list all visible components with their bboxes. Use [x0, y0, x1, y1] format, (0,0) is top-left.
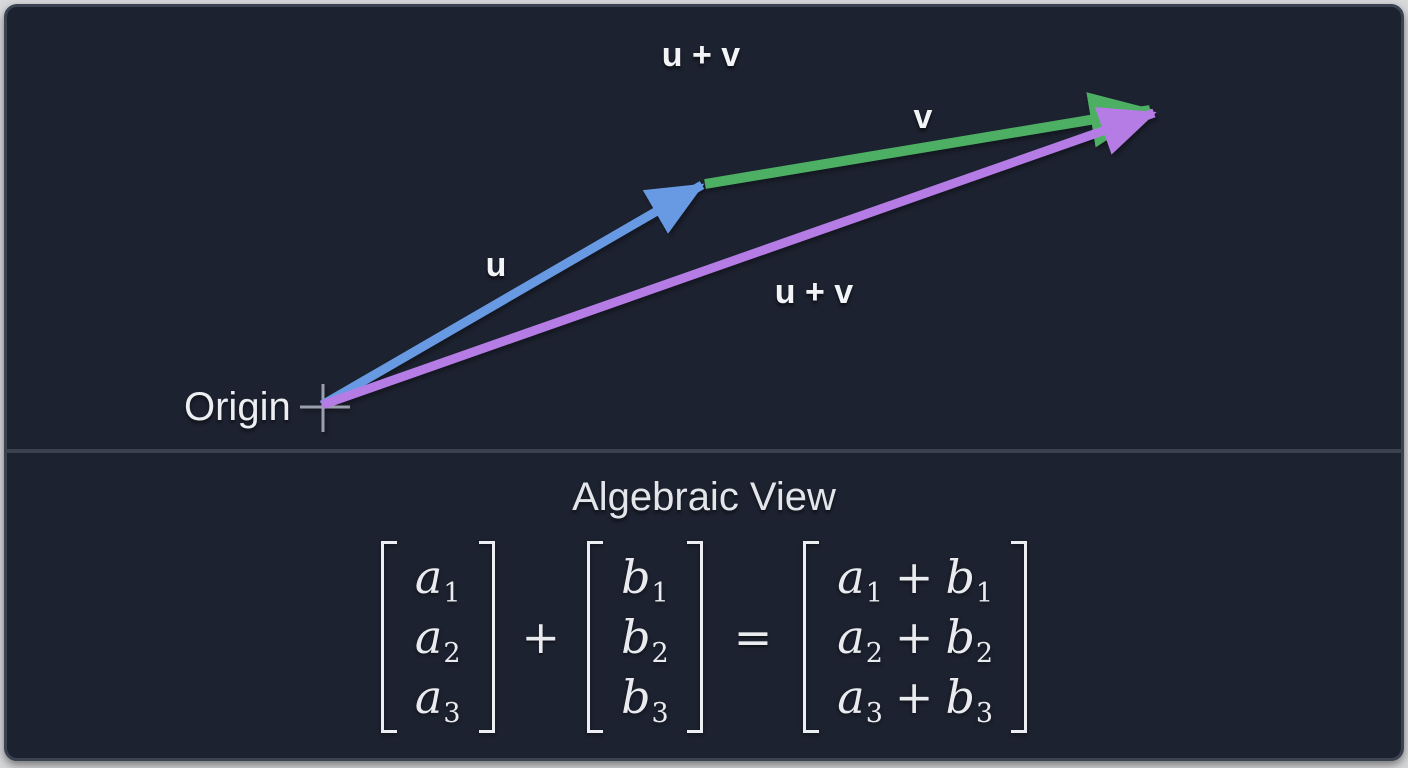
cell-plus: + — [894, 610, 934, 664]
cell-subscript: 2 — [443, 638, 461, 669]
v-label: v — [913, 98, 933, 136]
cell-symbol: b — [621, 550, 651, 604]
matrix-cell: a1+b1 — [837, 547, 993, 607]
cell-subscript: 2 — [865, 638, 883, 669]
left-bracket — [803, 541, 820, 733]
matrix-cell: b3 — [621, 667, 669, 727]
u-label: u — [485, 246, 507, 284]
vector-b-matrix: b1 b2 b3 — [587, 541, 703, 733]
matrix-cell: b1 — [621, 547, 669, 607]
plus-operator: + — [521, 610, 561, 664]
cell-symbol: a — [837, 610, 865, 664]
vector-v-arrow — [704, 92, 1154, 189]
cell-subscript: 1 — [865, 578, 883, 609]
section-divider — [7, 449, 1401, 453]
matrix-cell: a2+b2 — [837, 607, 993, 667]
cell-symbol: b — [621, 610, 651, 664]
equals-operator: = — [733, 610, 773, 664]
cell-symbol: a — [414, 610, 443, 664]
cell-symbol: b — [945, 550, 975, 604]
diagram-panel: u + v u v u + v Origin Algebraic View a1… — [4, 4, 1404, 761]
cell-symbol: a — [414, 670, 443, 724]
cell-subscript: 1 — [975, 578, 994, 609]
cell-symbol: b — [945, 670, 975, 724]
cell-symbol: b — [621, 670, 651, 724]
cell-plus: + — [894, 670, 934, 724]
cell-subscript: 1 — [651, 578, 669, 609]
cell-subscript: 3 — [651, 698, 669, 729]
right-bracket — [686, 541, 703, 733]
cell-symbol: b — [945, 610, 975, 664]
matrix-cell: a3+b3 — [837, 667, 993, 727]
vector-sum-matrix: a1+b1 a2+b2 a3+b3 — [803, 541, 1028, 733]
matrix-cell: a2 — [415, 607, 461, 667]
right-bracket — [478, 541, 495, 733]
matrix-cell: b2 — [621, 607, 669, 667]
cell-symbol: a — [414, 550, 443, 604]
vector-addition-equation: a1 a2 a3 + b1 b2 b3 — [7, 541, 1401, 733]
vector-u-arrow — [319, 181, 705, 409]
vector-diagram — [300, 92, 1157, 432]
cell-subscript: 2 — [651, 638, 669, 669]
cell-subscript: 3 — [975, 698, 994, 729]
matrix-cell: a1 — [415, 547, 461, 607]
cell-symbol: a — [837, 550, 865, 604]
geometric-view: u + v u v u + v Origin — [7, 7, 1401, 449]
left-bracket — [380, 541, 397, 733]
origin-label: Origin — [184, 385, 291, 429]
algebraic-view-heading: Algebraic View — [572, 475, 836, 519]
cell-symbol: a — [837, 670, 865, 724]
algebraic-view: Algebraic View a1 a2 a3 + — [7, 453, 1401, 733]
matrix-cell: a3 — [415, 667, 461, 727]
cell-plus: + — [894, 550, 934, 604]
cell-subscript: 1 — [443, 578, 461, 609]
right-bracket — [1011, 541, 1028, 733]
vector-a-matrix: a1 a2 a3 — [380, 541, 495, 733]
cell-subscript: 2 — [975, 638, 994, 669]
cell-subscript: 3 — [443, 698, 461, 729]
vector-sum-arrow — [320, 107, 1157, 410]
left-bracket — [587, 541, 604, 733]
sum-label-top: u + v — [661, 36, 741, 74]
cell-subscript: 3 — [865, 698, 883, 729]
sum-label-diagonal: u + v — [774, 273, 854, 311]
